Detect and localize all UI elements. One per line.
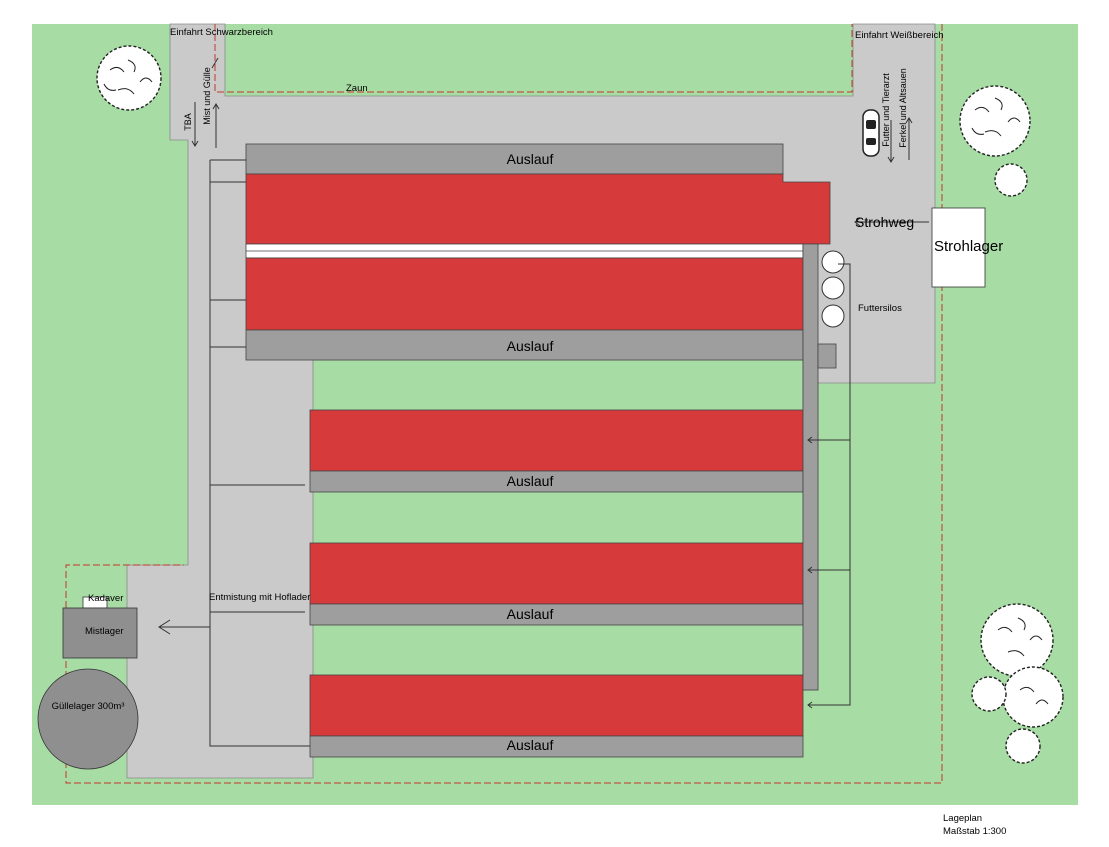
feed-corridor bbox=[802, 243, 819, 691]
label-straw-storage: Strohlager bbox=[934, 238, 1003, 255]
label-slurry-storage: Güllelager 300m³ bbox=[52, 701, 125, 712]
tree-icon bbox=[96, 45, 162, 111]
feed-silo-2 bbox=[821, 276, 845, 300]
feed-arrows bbox=[807, 217, 929, 709]
feed-silo-3 bbox=[821, 304, 845, 328]
label-feed-vet: Futter und Tierarzt bbox=[881, 73, 891, 147]
label-straw-path: Strohweg bbox=[855, 214, 914, 230]
outdoor-run-1 bbox=[245, 143, 784, 175]
label-entrance-black: Einfahrt Schwarzbereich bbox=[170, 27, 273, 38]
label-outdoor-run-4: Auslauf bbox=[507, 606, 554, 622]
label-manure-storage: Mistlager bbox=[85, 626, 124, 637]
barn-5 bbox=[309, 674, 804, 737]
tree-icon bbox=[994, 163, 1028, 197]
tree-icon bbox=[997, 617, 1049, 705]
label-feed-silos: Futtersilos bbox=[858, 303, 902, 314]
straw-storage bbox=[931, 207, 986, 288]
label-fence: Zaun bbox=[346, 83, 368, 94]
label-entrance-white: Einfahrt Weißbereich bbox=[855, 30, 944, 41]
feed-silo-1 bbox=[821, 250, 845, 274]
tree-icon bbox=[971, 97, 1021, 137]
label-piglets-sows: Ferkel und Altsauen bbox=[898, 68, 908, 148]
barn-3 bbox=[309, 409, 804, 472]
tree-icon bbox=[971, 676, 1007, 712]
plan-scale: Maßstab 1:300 bbox=[943, 826, 1007, 837]
label-outdoor-run-2: Auslauf bbox=[507, 338, 554, 354]
outdoor-run-3 bbox=[309, 470, 804, 493]
slurry-storage bbox=[37, 668, 139, 770]
fence-line bbox=[65, 24, 943, 784]
outdoor-run-5 bbox=[309, 735, 804, 758]
tree-icon bbox=[959, 85, 1031, 157]
label-outdoor-run-3: Auslauf bbox=[507, 473, 554, 489]
plan-footer: Lageplan Maßstab 1:300 bbox=[943, 812, 1006, 838]
label-tba: TBA bbox=[183, 113, 193, 131]
label-carcass: Kadaver bbox=[88, 593, 123, 604]
label-outdoor-run-1: Auslauf bbox=[507, 151, 554, 167]
outdoor-run-4 bbox=[309, 603, 804, 626]
tree-icon bbox=[1002, 666, 1064, 728]
silo-base bbox=[817, 343, 837, 369]
direction-arrows bbox=[191, 57, 913, 163]
tree-icon bbox=[1005, 728, 1041, 764]
barn-1 bbox=[245, 173, 831, 245]
barn-2 bbox=[245, 257, 804, 331]
barn-4 bbox=[309, 542, 804, 605]
plan-title: Lageplan bbox=[943, 813, 983, 824]
car-icon bbox=[862, 109, 880, 157]
label-manure-slurry: Mist und Gülle bbox=[202, 67, 212, 125]
tree-icon bbox=[103, 59, 153, 95]
label-outdoor-run-5: Auslauf bbox=[507, 737, 554, 753]
tree-icon bbox=[980, 603, 1054, 677]
label-demucking: Entmistung mit Hoflader bbox=[209, 592, 310, 603]
manure-lines bbox=[158, 159, 310, 747]
manure-storage bbox=[62, 607, 138, 659]
